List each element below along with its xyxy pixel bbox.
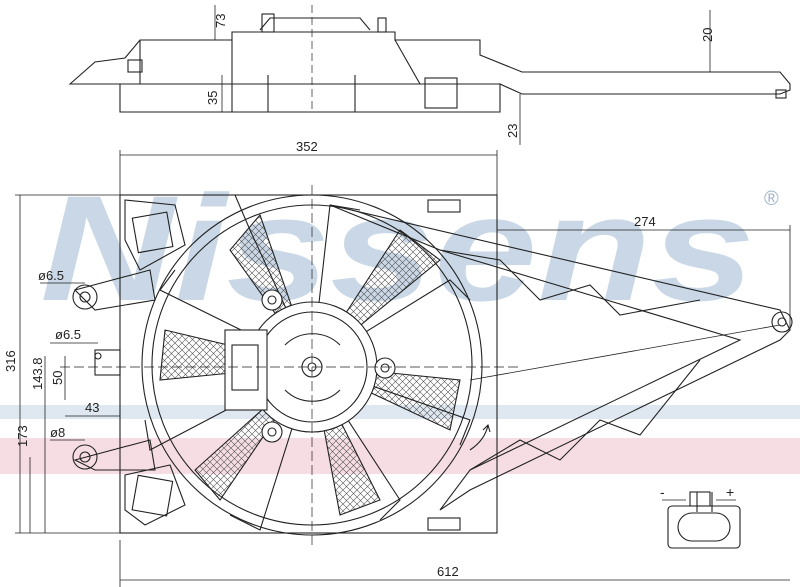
dim-hole-mid: ø6.5 bbox=[55, 327, 81, 342]
dim-total-height: 316 bbox=[3, 350, 18, 372]
dim-arm-length: 274 bbox=[634, 214, 656, 229]
dim-shroud-depth: 35 bbox=[205, 91, 220, 105]
dim-offset-173: 173 bbox=[15, 425, 30, 447]
dim-offset-43: 43 bbox=[85, 400, 99, 415]
dim-offset-143: 143.8 bbox=[30, 357, 45, 390]
watermark-stripe-blue bbox=[0, 405, 800, 419]
dim-right-offset: 20 bbox=[700, 28, 715, 42]
dim-shroud-width: 352 bbox=[296, 139, 318, 154]
dim-hole-lower: ø8 bbox=[50, 425, 65, 440]
dim-offset-50: 50 bbox=[50, 371, 65, 385]
electrical-connector-icon bbox=[662, 491, 741, 549]
connector-minus: - bbox=[660, 484, 665, 500]
dim-total-width: 612 bbox=[437, 564, 459, 579]
dim-hole-upper: ø6.5 bbox=[38, 268, 64, 283]
connector-plus: + bbox=[726, 484, 734, 500]
mount-hole-lower bbox=[72, 444, 98, 470]
dim-bracket-drop: 23 bbox=[505, 124, 520, 138]
dim-top-height: 73 bbox=[213, 14, 228, 28]
top-view bbox=[68, 13, 791, 113]
mount-hole-upper bbox=[72, 284, 98, 310]
right-bracket bbox=[329, 204, 791, 511]
registered-mark: ® bbox=[764, 188, 779, 210]
